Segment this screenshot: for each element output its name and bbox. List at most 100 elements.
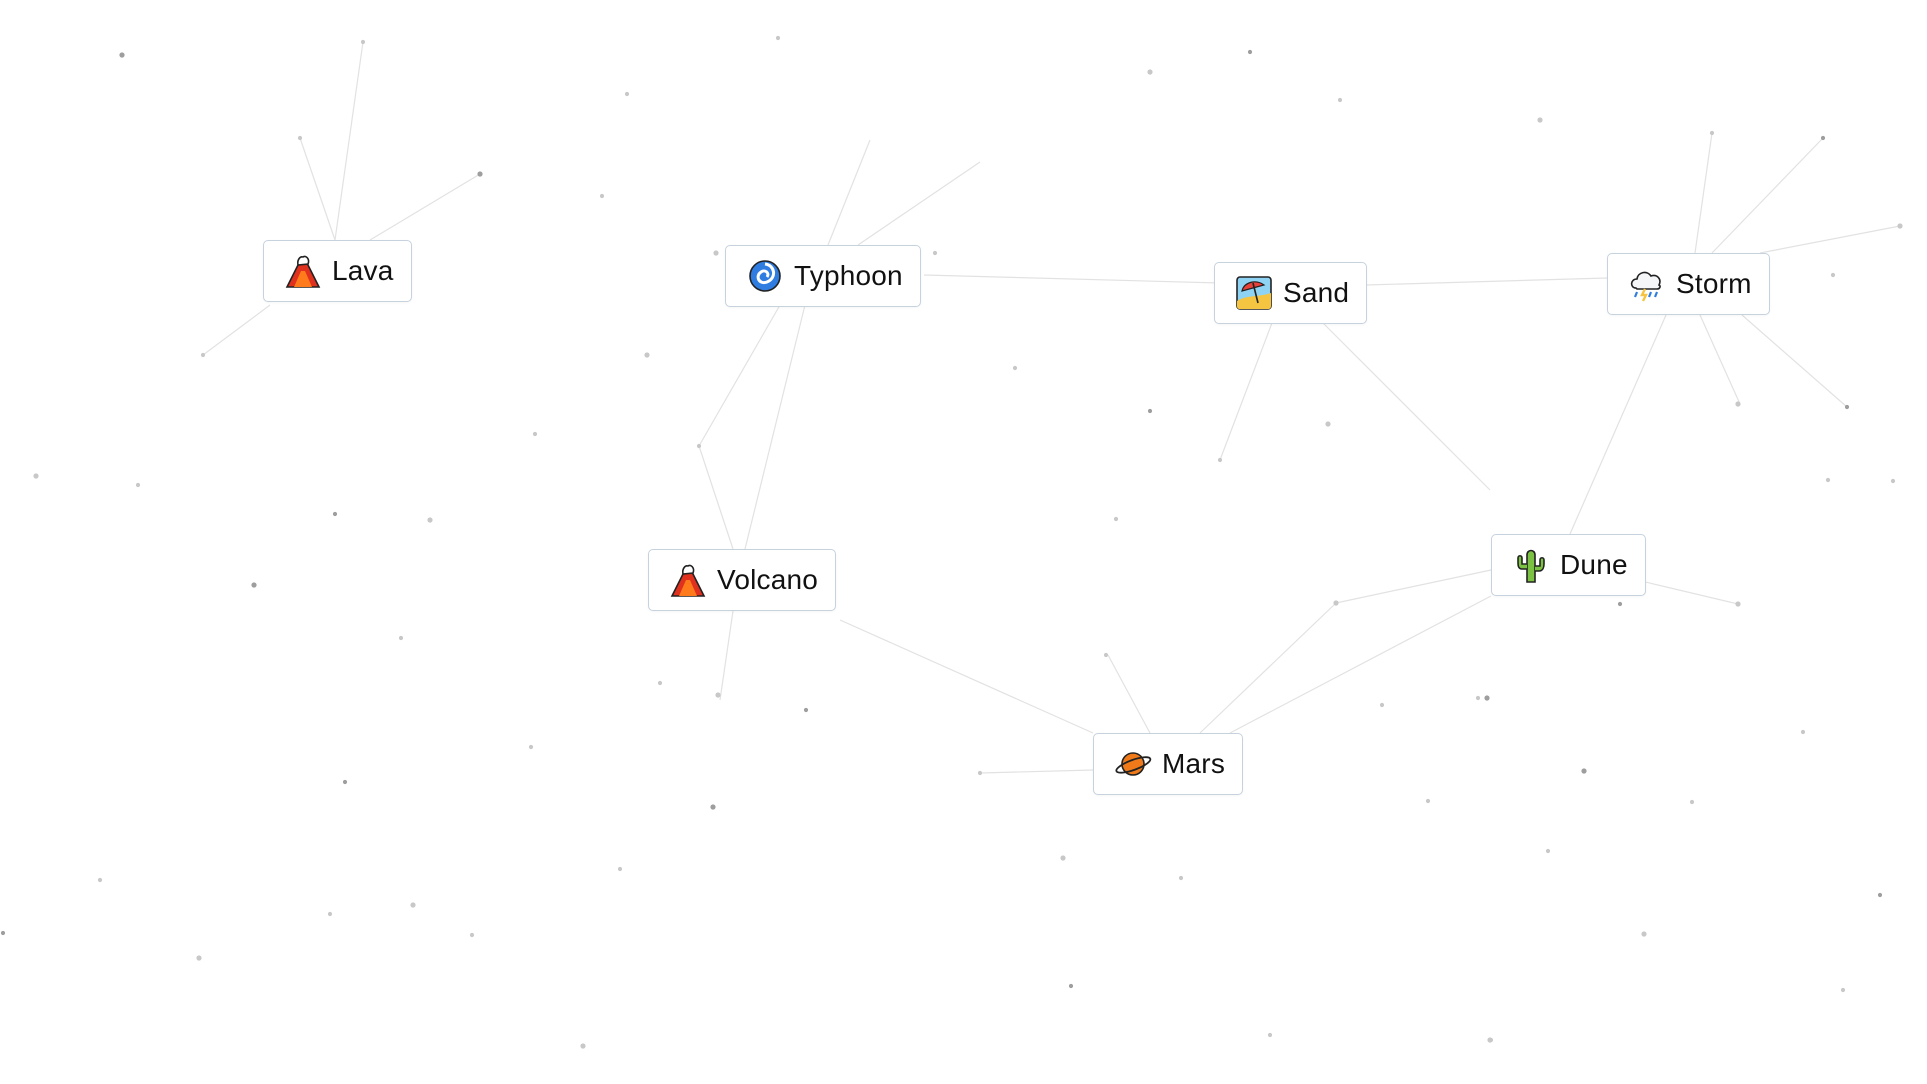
particle-dot — [932, 250, 938, 256]
particle-dot — [624, 91, 630, 97]
particle-dot — [1267, 1032, 1273, 1038]
particle-dot — [1897, 223, 1903, 229]
link-line — [839, 619, 1094, 734]
particle-dot — [1877, 892, 1883, 898]
cactus-icon — [1517, 549, 1545, 583]
particle-dot — [1890, 478, 1896, 484]
particle-dot — [1840, 987, 1846, 993]
ringed-planet-icon — [1115, 752, 1152, 776]
particle-dot — [360, 39, 366, 45]
particle-dot — [119, 52, 125, 58]
particle-dot — [1337, 97, 1343, 103]
link-line — [698, 304, 781, 447]
link-line — [1229, 595, 1492, 734]
link-line — [1694, 132, 1713, 254]
particle-dot — [1689, 799, 1695, 805]
element-card-mars[interactable]: Mars — [1093, 733, 1244, 795]
element-label: Mars — [1162, 748, 1226, 779]
particle-dot — [477, 171, 483, 177]
particle-dot — [1425, 798, 1431, 804]
particle-dot — [1247, 49, 1253, 55]
particle-dot — [1488, 1037, 1494, 1043]
particle-dot — [33, 473, 39, 479]
particle-dot — [342, 779, 348, 785]
particle-dot — [803, 707, 809, 713]
link-line — [827, 139, 871, 246]
link-line — [1759, 225, 1901, 254]
link-line — [202, 304, 271, 356]
element-card-lava[interactable]: Lava — [263, 240, 412, 302]
volcano-icon — [285, 255, 321, 288]
particle-dot — [532, 431, 538, 437]
particle-dot — [469, 932, 475, 938]
particle-dot — [713, 250, 719, 256]
rain-cloud-icon — [1630, 271, 1661, 302]
link-line — [1699, 314, 1741, 405]
link-line — [334, 41, 364, 241]
volcano-icon — [670, 564, 706, 597]
particle-dot — [1060, 855, 1066, 861]
link-line — [1741, 314, 1848, 408]
cyclone-icon — [749, 260, 781, 292]
link-line — [1107, 654, 1151, 734]
particle-dot — [1800, 729, 1806, 735]
particle-dot — [427, 517, 433, 523]
particle-dot — [1581, 768, 1587, 774]
particle-dot — [1113, 516, 1119, 522]
particle-dot — [580, 1043, 586, 1049]
particle-dot — [1217, 457, 1223, 463]
link-line — [1569, 314, 1667, 535]
element-card-storm[interactable]: Storm — [1607, 253, 1770, 315]
link-line — [1711, 137, 1824, 254]
particle-dot — [775, 35, 781, 41]
particle-dot — [200, 352, 206, 358]
link-line — [923, 274, 1221, 284]
element-card-typhoon[interactable]: Typhoon — [725, 245, 921, 307]
particle-dot — [398, 635, 404, 641]
element-card-volcano[interactable]: Volcano — [648, 549, 837, 611]
particle-dot — [1641, 931, 1647, 937]
link-line — [1636, 579, 1739, 605]
particle-dot — [1484, 695, 1490, 701]
particle-dot — [1379, 702, 1385, 708]
particle-dot — [1709, 130, 1715, 136]
particle-dot — [251, 582, 257, 588]
link-line — [1335, 569, 1492, 604]
link-line — [1319, 319, 1491, 491]
link-line — [857, 161, 981, 246]
particle-dot — [1844, 404, 1850, 410]
particle-dot — [1103, 652, 1109, 658]
particle-dot — [1475, 695, 1481, 701]
particle-dot — [715, 692, 721, 698]
element-card-sand[interactable]: Sand — [1214, 262, 1368, 324]
particle-dot — [696, 443, 702, 449]
element-label: Sand — [1283, 277, 1350, 308]
particle-dot — [1178, 875, 1184, 881]
element-label: Lava — [332, 255, 394, 286]
link-line — [1365, 277, 1608, 286]
particle-dot — [1735, 601, 1741, 607]
link-line — [369, 173, 481, 241]
particle-dot — [644, 352, 650, 358]
link-line — [299, 137, 336, 241]
particle-dot — [135, 482, 141, 488]
link-line — [1199, 602, 1337, 734]
particle-dot — [1325, 421, 1331, 427]
particle-dot — [97, 877, 103, 883]
element-label: Storm — [1676, 268, 1752, 299]
particle-dot — [1830, 272, 1836, 278]
link-line — [1219, 314, 1276, 461]
particle-dot — [1545, 848, 1551, 854]
element-card-dune[interactable]: Dune — [1491, 534, 1646, 596]
particle-dot — [1617, 601, 1623, 607]
particle-dot — [1068, 983, 1074, 989]
particle-dot — [0, 930, 6, 936]
beach-umbrella-icon — [1236, 276, 1272, 310]
link-line — [979, 769, 1094, 774]
particle-dot — [1012, 365, 1018, 371]
particle-dot — [599, 193, 605, 199]
particle-dot — [327, 911, 333, 917]
particle-dot — [332, 511, 338, 517]
